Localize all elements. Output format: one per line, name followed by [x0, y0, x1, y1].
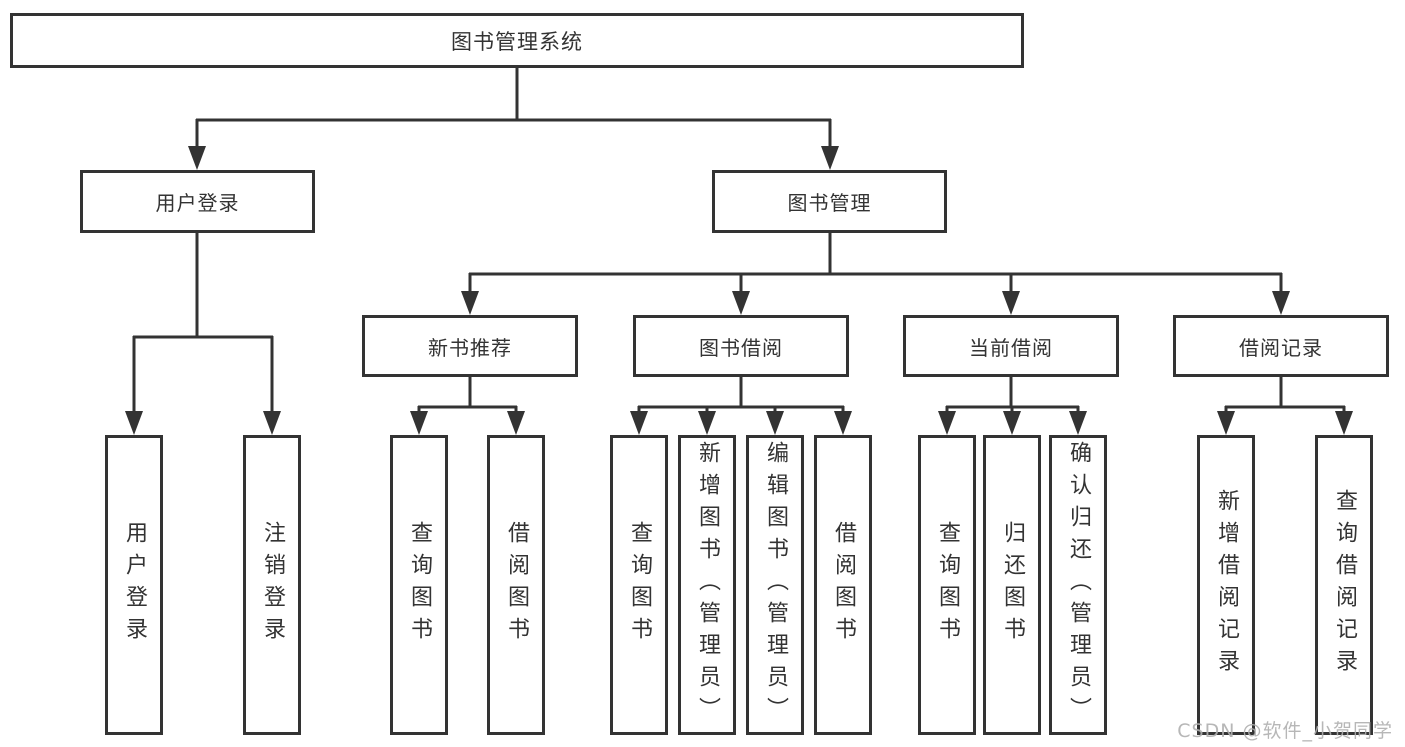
- leaf-label: 确认归还（管理员）: [1066, 441, 1091, 729]
- leaf-node-add-books-admin: 新增图书（管理员）: [678, 435, 736, 735]
- leaf-node-user-login: 用户登录: [105, 435, 163, 735]
- leaf-label: 归还图书: [1000, 521, 1025, 649]
- subbranch-node-borrow-records: 借阅记录: [1173, 315, 1389, 377]
- leaf-label: 查询借阅记录: [1332, 489, 1357, 681]
- leaf-node-return-books: 归还图书: [983, 435, 1041, 735]
- root-node-library-system: 图书管理系统: [10, 13, 1024, 68]
- leaf-label: 新增借阅记录: [1214, 489, 1239, 681]
- leaf-label: 查询图书: [627, 521, 652, 649]
- leaf-node-confirm-return-admin: 确认归还（管理员）: [1049, 435, 1107, 735]
- subbranch-node-current-borrow: 当前借阅: [903, 315, 1119, 377]
- leaf-label: 查询图书: [407, 521, 432, 649]
- leaf-label: 借阅图书: [504, 521, 529, 649]
- leaf-label: 借阅图书: [831, 521, 856, 649]
- subbranch-node-book-borrow: 图书借阅: [633, 315, 849, 377]
- leaf-label: 编辑图书（管理员）: [763, 441, 788, 729]
- leaf-label: 注销登录: [260, 521, 285, 649]
- branch-node-user-login: 用户登录: [80, 170, 315, 233]
- subbranch-node-new-book-recommend: 新书推荐: [362, 315, 578, 377]
- leaf-node-borrow-books-1: 借阅图书: [487, 435, 545, 735]
- leaf-node-edit-books-admin: 编辑图书（管理员）: [746, 435, 804, 735]
- arrowheads: [125, 146, 1353, 435]
- leaf-node-borrow-books-2: 借阅图书: [814, 435, 872, 735]
- leaf-node-add-borrow-record: 新增借阅记录: [1197, 435, 1255, 735]
- leaf-label: 用户登录: [122, 521, 147, 649]
- leaf-node-query-borrow-record: 查询借阅记录: [1315, 435, 1373, 735]
- branch-node-book-management: 图书管理: [712, 170, 947, 233]
- leaf-node-logout: 注销登录: [243, 435, 301, 735]
- leaf-node-query-books-3: 查询图书: [918, 435, 976, 735]
- leaf-label: 查询图书: [935, 521, 960, 649]
- csdn-watermark: CSDN @软件_小贺同学: [1177, 720, 1393, 742]
- leaf-node-query-books-2: 查询图书: [610, 435, 668, 735]
- leaf-node-query-books-1: 查询图书: [390, 435, 448, 735]
- leaf-label: 新增图书（管理员）: [695, 441, 720, 729]
